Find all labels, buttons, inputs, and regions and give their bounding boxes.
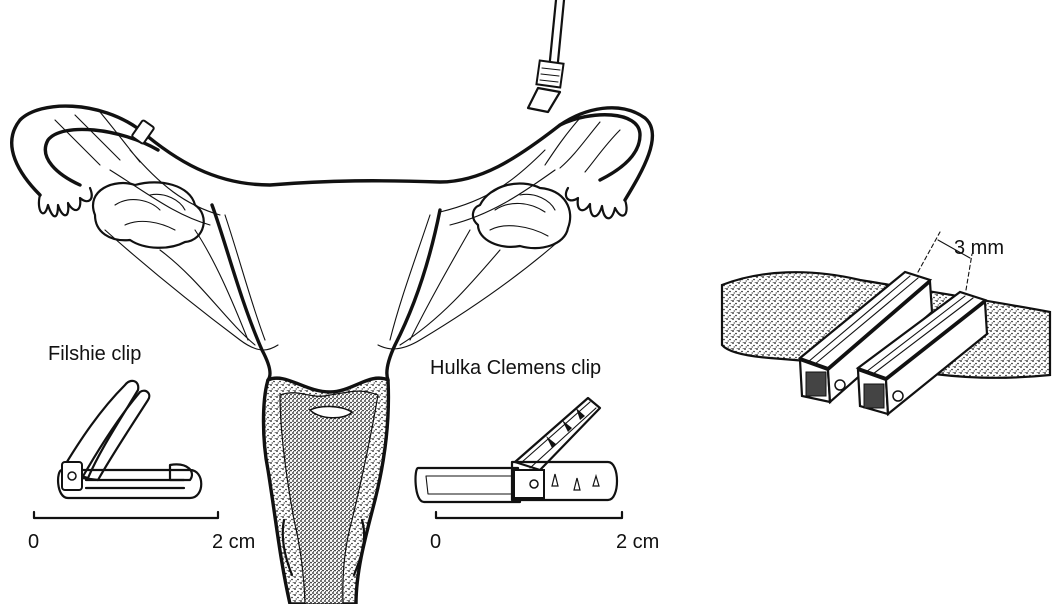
hulka-label: Hulka Clemens clip: [430, 357, 601, 379]
uterus-outline: [140, 108, 652, 200]
applicator: [528, 0, 564, 112]
tube-with-clips: 3 mm: [722, 232, 1050, 414]
cervix-vagina: [264, 378, 389, 604]
left-fimbriae: [39, 188, 92, 216]
filshie-clip: Filshie clip: [48, 343, 201, 498]
right-ligament: [378, 215, 560, 349]
scale-left-start: 0: [28, 531, 39, 553]
scale-right-start: 0: [430, 531, 441, 553]
uterus-illustration: [12, 0, 653, 380]
left-ovary: [93, 182, 204, 247]
scale-bar-left: 0 2 cm: [28, 512, 255, 553]
right-tube: [560, 115, 640, 180]
scale-right-end: 2 cm: [616, 531, 659, 553]
scale-left-end: 2 cm: [212, 531, 255, 553]
right-tube-folds: [440, 118, 620, 225]
dimension-label: 3 mm: [954, 237, 1004, 259]
filshie-label: Filshie clip: [48, 343, 141, 365]
right-fimbriae: [566, 188, 627, 218]
uterus-sides: [212, 205, 440, 380]
hulka-clip: Hulka Clemens clip: [416, 357, 617, 502]
scale-bar-right: 0 2 cm: [430, 512, 659, 553]
